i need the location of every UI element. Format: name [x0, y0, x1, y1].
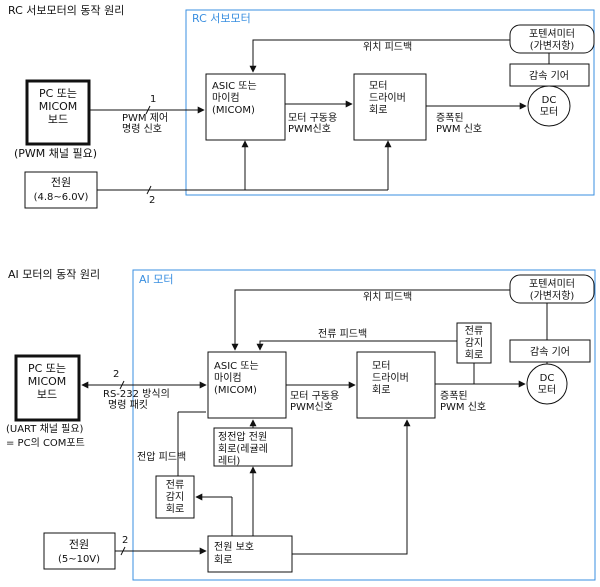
rc-pc-board — [25, 79, 91, 146]
ai-uart-label2: 명령 패킷 — [108, 399, 148, 411]
rc-motor-line1: DC — [542, 95, 557, 106]
ai-drive-label2: PWM신호 — [290, 401, 333, 413]
rc-frame — [185, 9, 595, 196]
rc-amp-label2: PWM 신호 — [436, 123, 482, 135]
ai-current-feedback-label: 전류 피드백 — [318, 328, 367, 340]
rc-feedback-label: 위치 피드백 — [363, 40, 412, 53]
ai-pc-note1: (UART 채널 필요) — [6, 423, 84, 435]
rc-feedback-line — [249, 39, 510, 73]
ai-driver-line1: 모터 — [372, 360, 390, 372]
rc-pc-line2: MICOM — [39, 100, 78, 113]
rc-title: RC 서보모터의 동작 원리 — [8, 4, 124, 17]
ai-uart-count: 2 — [113, 369, 119, 380]
rc-pot-line2: (가변저항) — [530, 40, 575, 52]
ai-driver-box — [356, 351, 436, 419]
ai-current-sense-top-line1: 전류 — [465, 325, 483, 337]
ai-amp-label1: 증폭된 — [440, 390, 468, 402]
rc-pot-line1: 포텐셔미터 — [529, 28, 575, 40]
ai-pot-line2: (가변저항) — [530, 290, 575, 302]
ai-frame-label: AI 모터 — [139, 273, 174, 286]
ai-power-box — [43, 532, 116, 570]
rc-pwm-label1: PWM 제어 — [122, 112, 168, 124]
ai-gear-box — [509, 339, 591, 363]
rc-power-slash — [146, 185, 152, 195]
ai-gear-label: 감속 기어 — [530, 346, 570, 358]
rc-asic-line2: 마이컴 — [212, 92, 240, 104]
ai-current-sense-top-line3: 회로 — [465, 349, 483, 361]
ai-driver-line2: 드라이버 — [372, 372, 409, 384]
ai-current-sense-left-line3: 회로 — [166, 503, 184, 515]
ai-pc-line2: MICOM — [28, 375, 67, 388]
ai-regulator-line1: 정전압 전원 — [218, 430, 267, 443]
rc-pc-line3: 보드 — [48, 113, 68, 126]
ai-pot-line1: 포텐셔미터 — [529, 278, 575, 290]
rc-asic-line3: (MICOM) — [212, 105, 255, 116]
ai-pc-board — [14, 354, 81, 422]
ai-title: AI 모터의 동작 원리 — [8, 268, 100, 281]
ai-protection-to-driver — [292, 419, 411, 555]
ai-asic-box — [207, 351, 287, 419]
rc-power-line2: (4.8~6.0V) — [34, 192, 89, 203]
ai-regulator-line3: 레터) — [218, 455, 240, 467]
rc-power-count: 2 — [149, 195, 155, 206]
ai-asic-line2: 마이컴 — [214, 372, 242, 384]
ai-current-sense-top-line2: 감지 — [465, 337, 483, 349]
ai-amp-label2: PWM 신호 — [440, 401, 486, 413]
rc-motor — [527, 85, 571, 127]
rc-pc-line1: PC 또는 — [39, 87, 77, 100]
rc-driver-line3: 회로 — [369, 104, 387, 116]
ai-regulator-box — [213, 427, 293, 467]
rc-driver-line1: 모터 — [369, 80, 387, 92]
ai-driver-line3: 회로 — [372, 384, 390, 396]
rc-power-line1: 전원 — [51, 176, 71, 189]
ai-power-count: 2 — [122, 535, 128, 546]
ai-power-slash — [120, 546, 126, 556]
ai-current-feedback-line — [256, 340, 457, 351]
rc-pwm-slash — [145, 105, 151, 115]
rc-pwm-label2: 명령 신호 — [122, 123, 162, 135]
ai-asic-line1: ASIC 또는 — [214, 360, 259, 372]
ai-regulator-line2: 회로(레귤레 — [218, 443, 268, 455]
rc-frame-label: RC 서보모터 — [192, 12, 251, 25]
rc-pwm-count: 1 — [150, 94, 156, 105]
ai-voltage-feedback-label: 전압 피드백 — [137, 450, 186, 463]
ai-current-sense-left-line2: 감지 — [166, 491, 184, 503]
ai-pc-line1: PC 또는 — [28, 362, 66, 375]
ai-current-sense-left-line1: 전류 — [166, 479, 184, 491]
ai-motor-line2: 모터 — [538, 384, 556, 396]
ai-pot-box — [509, 274, 595, 304]
ai-section: AI 모터의 동작 원리 AI 모터 PC 또는 MICOM 보드 (UART … — [6, 268, 596, 581]
rc-gear-label: 감속 기어 — [529, 70, 569, 82]
ai-pc-line3: 보드 — [37, 388, 57, 401]
ai-motor — [526, 363, 568, 405]
ai-frame — [132, 269, 596, 581]
ai-motor-line1: DC — [540, 373, 555, 384]
rc-motor-line2: 모터 — [540, 106, 558, 118]
ai-current-sense-left-box — [155, 475, 195, 519]
rc-amp-label1: 증폭된 — [436, 112, 464, 124]
ai-position-feedback-line — [231, 289, 510, 351]
rc-section: RC 서보모터의 동작 원리 RC 서보모터 PC 또는 MICOM 보드 (P… — [8, 4, 595, 209]
rc-drive-label1: 모터 구동용 — [288, 112, 337, 124]
ai-uart-label1: RS-232 방식의 — [103, 388, 170, 400]
ai-position-feedback-label: 위치 피드백 — [363, 290, 412, 303]
rc-driver-line2: 드라이버 — [369, 92, 406, 104]
rc-pot-box — [509, 24, 595, 54]
ai-power-line2: (5~10V) — [58, 554, 100, 565]
ai-uart-slash — [119, 380, 125, 390]
ai-asic-line3: (MICOM) — [214, 385, 257, 396]
ai-pc-note2: = PC의 COM포트 — [6, 437, 85, 449]
rc-asic-box — [205, 73, 286, 141]
ai-protection-line2: 회로 — [214, 554, 232, 566]
ai-power-line1: 전원 — [69, 538, 89, 551]
rc-driver-box — [353, 73, 427, 141]
rc-asic-line1: ASIC 또는 — [212, 80, 257, 92]
ai-drive-label1: 모터 구동용 — [290, 390, 339, 402]
rc-drive-label2: PWM신호 — [288, 123, 331, 135]
ai-protection-line1: 전원 보호 — [214, 541, 254, 553]
rc-pc-note: (PWM 채널 필요) — [14, 147, 97, 160]
